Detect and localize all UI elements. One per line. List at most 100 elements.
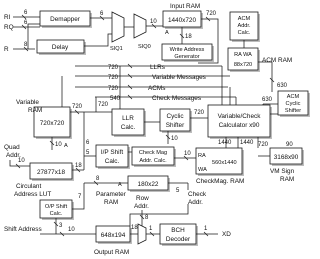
wire-input-ram-out	[198, 18, 219, 64]
xd-output-label: XD	[222, 231, 231, 238]
wire-to-ip-shift	[83, 112, 96, 170]
width-label: 10	[171, 136, 178, 142]
width-label: 3	[59, 223, 63, 229]
width-label: 10	[150, 19, 157, 25]
delay-block	[36, 39, 85, 54]
bus-slash	[139, 214, 145, 220]
cyclic-shifter-block	[159, 108, 191, 132]
write-address-label-1: Write Address	[170, 47, 205, 53]
width-label: 5	[176, 188, 180, 194]
width-label: 630	[262, 97, 273, 103]
vm-sign-ram-size: 3168x90	[274, 154, 299, 161]
parameter-ram-label-1: Parameter	[96, 191, 127, 198]
vm-sign-ram-title-2: RAM	[280, 176, 294, 183]
check-addr-label-2: Addr.	[188, 199, 203, 206]
width-label: 8	[96, 176, 100, 182]
width-label: 10	[184, 151, 191, 157]
ip-shift-label-2: Calc.	[105, 158, 120, 165]
output-ram-title: Output RAM	[94, 249, 129, 256]
input-ram-title: Input RAM	[170, 3, 200, 10]
bch-label-2: Decoder	[166, 236, 191, 243]
siq0-mux	[133, 13, 147, 39]
width-label: 180	[131, 225, 142, 231]
vm-sign-ram-title-1: VM Sign	[270, 168, 295, 175]
width-label: 5	[86, 150, 90, 156]
port-ra: RA	[198, 153, 206, 159]
width-label: 8	[24, 42, 28, 48]
parameter-ram-size: 180x22	[138, 181, 159, 188]
check-mag-ram-size: 560x1440	[212, 160, 237, 166]
circulant-address-lut-block	[29, 162, 73, 180]
width-label: 720	[194, 110, 205, 116]
variable-ram-title-1: Variable	[16, 99, 39, 106]
variable-ram-title-2: RAM	[28, 107, 42, 114]
llr-calc-block	[111, 108, 145, 136]
acm-cyclic-label-3: Shifter	[285, 108, 301, 114]
wire-check-addr-to-output	[129, 204, 189, 226]
width-label: 720	[108, 86, 119, 92]
output-mux	[137, 223, 147, 245]
cyclic-shifter-label-1: Cyclic	[166, 113, 184, 120]
input-ri-label: RI	[4, 14, 11, 21]
bch-label-1: BCH	[171, 227, 185, 234]
quad-addr-label-2: Addr.	[6, 152, 21, 159]
width-label: 6	[86, 140, 90, 146]
quad-addr-label-1: Quad	[4, 144, 20, 151]
bus-slash	[53, 221, 59, 227]
acm-cyclic-shifter-block	[277, 90, 309, 116]
bus-slash	[74, 109, 80, 115]
width-label: 720	[72, 104, 83, 110]
acm-addr-label-2: Addr.	[237, 23, 251, 29]
width-label: 1	[204, 226, 208, 232]
row-addr-label-2: Addr.	[134, 203, 149, 210]
width-label: 1440	[218, 140, 232, 146]
bus-llrs-label: LLRs	[150, 64, 165, 71]
input-rq-label: RQ	[4, 24, 14, 31]
acm-ram-size: 88x720	[234, 62, 252, 68]
circulant-lut-size: 27877x18	[37, 169, 66, 176]
siq1-mux	[111, 11, 125, 43]
width-label: 18	[75, 163, 82, 169]
width-label: 720	[108, 65, 119, 71]
bus-slash	[179, 33, 185, 39]
bus-slash	[59, 231, 65, 237]
port-a: A	[118, 182, 122, 188]
cyclic-shifter-label-2: Shifter	[166, 122, 185, 129]
bus-slash	[269, 77, 275, 83]
bus-slash	[165, 134, 171, 140]
width-label: 10	[68, 227, 75, 233]
width-label: 630	[277, 83, 288, 89]
width-label: 720	[108, 75, 119, 81]
siq1-label: SIQ1	[110, 46, 123, 52]
width-label: 10	[18, 158, 25, 164]
bus-slash	[15, 163, 21, 169]
write-address-label-2: Generator	[174, 54, 199, 60]
bus-slash	[49, 140, 55, 146]
port-a: A	[64, 143, 68, 149]
bus-slash	[203, 231, 209, 237]
acm-ram-title: ACM RAM	[262, 57, 292, 64]
acm-cyclic-label-1: ACM	[287, 94, 300, 100]
acm-cyclic-label-2: Cyclic	[286, 101, 301, 107]
check-mag-addr-label-2: Addr. Calc.	[139, 158, 167, 164]
variable-check-calculator-block	[207, 104, 271, 138]
width-label: 540	[110, 96, 121, 102]
width-label: 1	[149, 226, 153, 232]
acm-addr-label-3: Calc.	[238, 30, 251, 36]
check-mag-addr-label-1: Check Mag	[139, 150, 167, 156]
check-mag-ram-title: CheckMag. RAM	[196, 178, 244, 185]
width-label: 6	[24, 10, 28, 16]
width-label: 720	[258, 142, 269, 148]
width-label: 720	[98, 102, 109, 108]
bus-slash	[99, 15, 105, 21]
port-a: A	[165, 30, 169, 36]
write-address-generator-block	[161, 43, 213, 61]
check-mag-ram-block	[195, 147, 243, 175]
ip-shift-label-1: I/P Shift	[101, 149, 123, 156]
bus-slash	[127, 63, 133, 69]
wire-acm-ram-out	[258, 61, 273, 92]
bus-check-messages-label: Check Messages	[152, 95, 201, 102]
siq0-label: SIQ0	[138, 44, 151, 50]
